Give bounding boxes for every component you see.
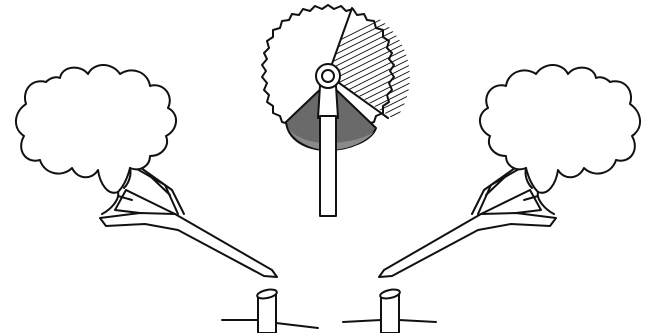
- right-tree-canopy: [479, 64, 641, 194]
- center-shaft: [315, 63, 341, 217]
- left-tree: [15, 64, 278, 278]
- right-post: [342, 288, 437, 333]
- right-tree: [378, 64, 641, 278]
- left-tree-canopy: [15, 64, 177, 194]
- center-wheel: [261, 4, 410, 151]
- right-tree-trunk: [378, 164, 557, 278]
- hub-inner: [321, 69, 335, 83]
- left-tree-trunk: [99, 164, 278, 278]
- left-post: [221, 288, 319, 333]
